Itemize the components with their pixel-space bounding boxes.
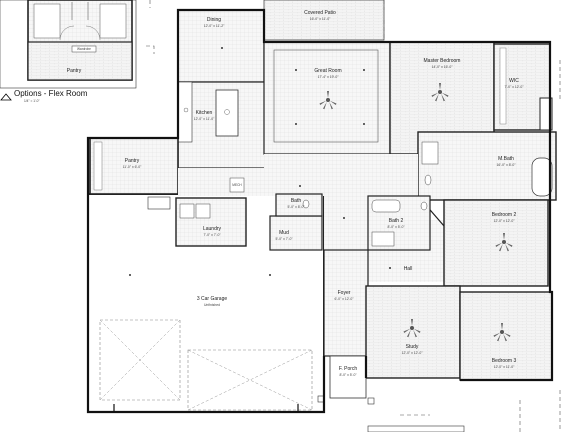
flex-pantry-label: Pantry xyxy=(67,68,82,74)
dining-room: Dining 12'-0" x 11'-2" xyxy=(177,9,265,83)
wic: WIC 7'-0" x 12'-0" xyxy=(493,43,553,131)
site-lines xyxy=(146,0,561,432)
garage-dim: Unfinished xyxy=(204,303,220,307)
study-label: Study xyxy=(406,344,419,350)
bedroom-3-label: Bedroom 3 xyxy=(492,358,517,364)
dining-dim: 12'-0" x 11'-2" xyxy=(204,24,225,28)
study: Study 12'-0" x 12'-0" xyxy=(365,285,461,379)
bedroom-2: Bedroom 2 12'-0" x 12'-0" xyxy=(443,199,549,287)
covered-patio-label: Covered Patio xyxy=(304,10,336,16)
great-room-label: Great Room xyxy=(314,68,341,74)
great-room-dim: 17'-4" x 19'-0" xyxy=(318,75,340,79)
laundry: Laundry 7'-0" x 7'-0" xyxy=(175,197,247,247)
flex-room-option: Wardrobe Pantry Options - Flex Room 1/4"… xyxy=(0,0,137,103)
mud-dim: 5'-0" x 7'-0" xyxy=(275,237,293,241)
pantry-dim: 11'-0" x 6'-0" xyxy=(123,165,143,169)
study-dim: 12'-0" x 12'-0" xyxy=(402,351,424,355)
wardrobe-label: Wardrobe xyxy=(77,47,91,51)
f-porch-dim: 8'-0" x 5'-0" xyxy=(339,373,357,377)
options-scale: 1/4" = 1'-0" xyxy=(24,99,40,103)
great-room: Great Room 17'-4" x 19'-0" xyxy=(263,41,391,155)
laundry-label: Laundry xyxy=(203,226,222,232)
powder-bath: Bath 5'-0" x 8'-0" xyxy=(275,193,323,217)
master-bath: M.Bath 16'-0" x 8'-0" xyxy=(417,131,557,201)
dining-label: Dining xyxy=(207,17,221,23)
bath-2: Bath 2 8'-0" x 5'-0" xyxy=(367,195,431,251)
bedroom-3: Bedroom 3 12'-0" x 11'-0" xyxy=(459,291,553,381)
wic-dim: 7'-0" x 12'-0" xyxy=(505,85,525,89)
mud-room: Mud 5'-0" x 7'-0" xyxy=(269,215,323,251)
bath-label: Bath xyxy=(291,198,302,204)
master-bedroom-label: Master Bedroom xyxy=(424,58,461,64)
mech-label: MECH xyxy=(232,183,242,187)
wic-label: WIC xyxy=(509,78,519,84)
covered-patio-dim: 16'-0" x 11'-0" xyxy=(310,17,331,21)
pantry: Pantry 11'-0" x 6'-0" xyxy=(89,137,179,195)
laundry-dim: 7'-0" x 7'-0" xyxy=(203,233,221,237)
foyer: Foyer 6'-0" x 12'-0" xyxy=(323,249,369,357)
m-bath-dim: 16'-0" x 8'-0" xyxy=(497,163,517,167)
m-bath-label: M.Bath xyxy=(498,156,514,162)
foyer-dim: 6'-0" x 12'-0" xyxy=(335,297,355,301)
options-title: Options - Flex Room xyxy=(14,89,88,98)
kitchen: Kitchen 12'-0" x 11'-0" xyxy=(177,81,269,169)
bath-2-label: Bath 2 xyxy=(389,218,404,224)
kitchen-label: Kitchen xyxy=(196,110,213,116)
f-porch-label: F. Porch xyxy=(339,366,358,372)
kitchen-dim: 12'-0" x 11'-0" xyxy=(194,117,215,121)
pantry-label: Pantry xyxy=(125,158,140,164)
hall-label: Hall xyxy=(404,266,413,272)
bedroom-3-dim: 12'-0" x 11'-0" xyxy=(494,365,515,369)
mud-label: Mud xyxy=(279,230,289,236)
front-porch: F. Porch 8'-0" x 5'-0" xyxy=(317,355,375,405)
bedroom-2-dim: 12'-0" x 12'-0" xyxy=(494,219,516,223)
garage-label: 3 Car Garage xyxy=(197,296,228,302)
foyer-label: Foyer xyxy=(338,290,351,296)
bath-dim: 5'-0" x 8'-0" xyxy=(287,205,305,209)
master-bedroom-dim: 14'-0" x 16'-0" xyxy=(432,65,454,69)
bedroom-2-label: Bedroom 2 xyxy=(492,212,517,218)
bath-2-dim: 8'-0" x 5'-0" xyxy=(387,225,405,229)
